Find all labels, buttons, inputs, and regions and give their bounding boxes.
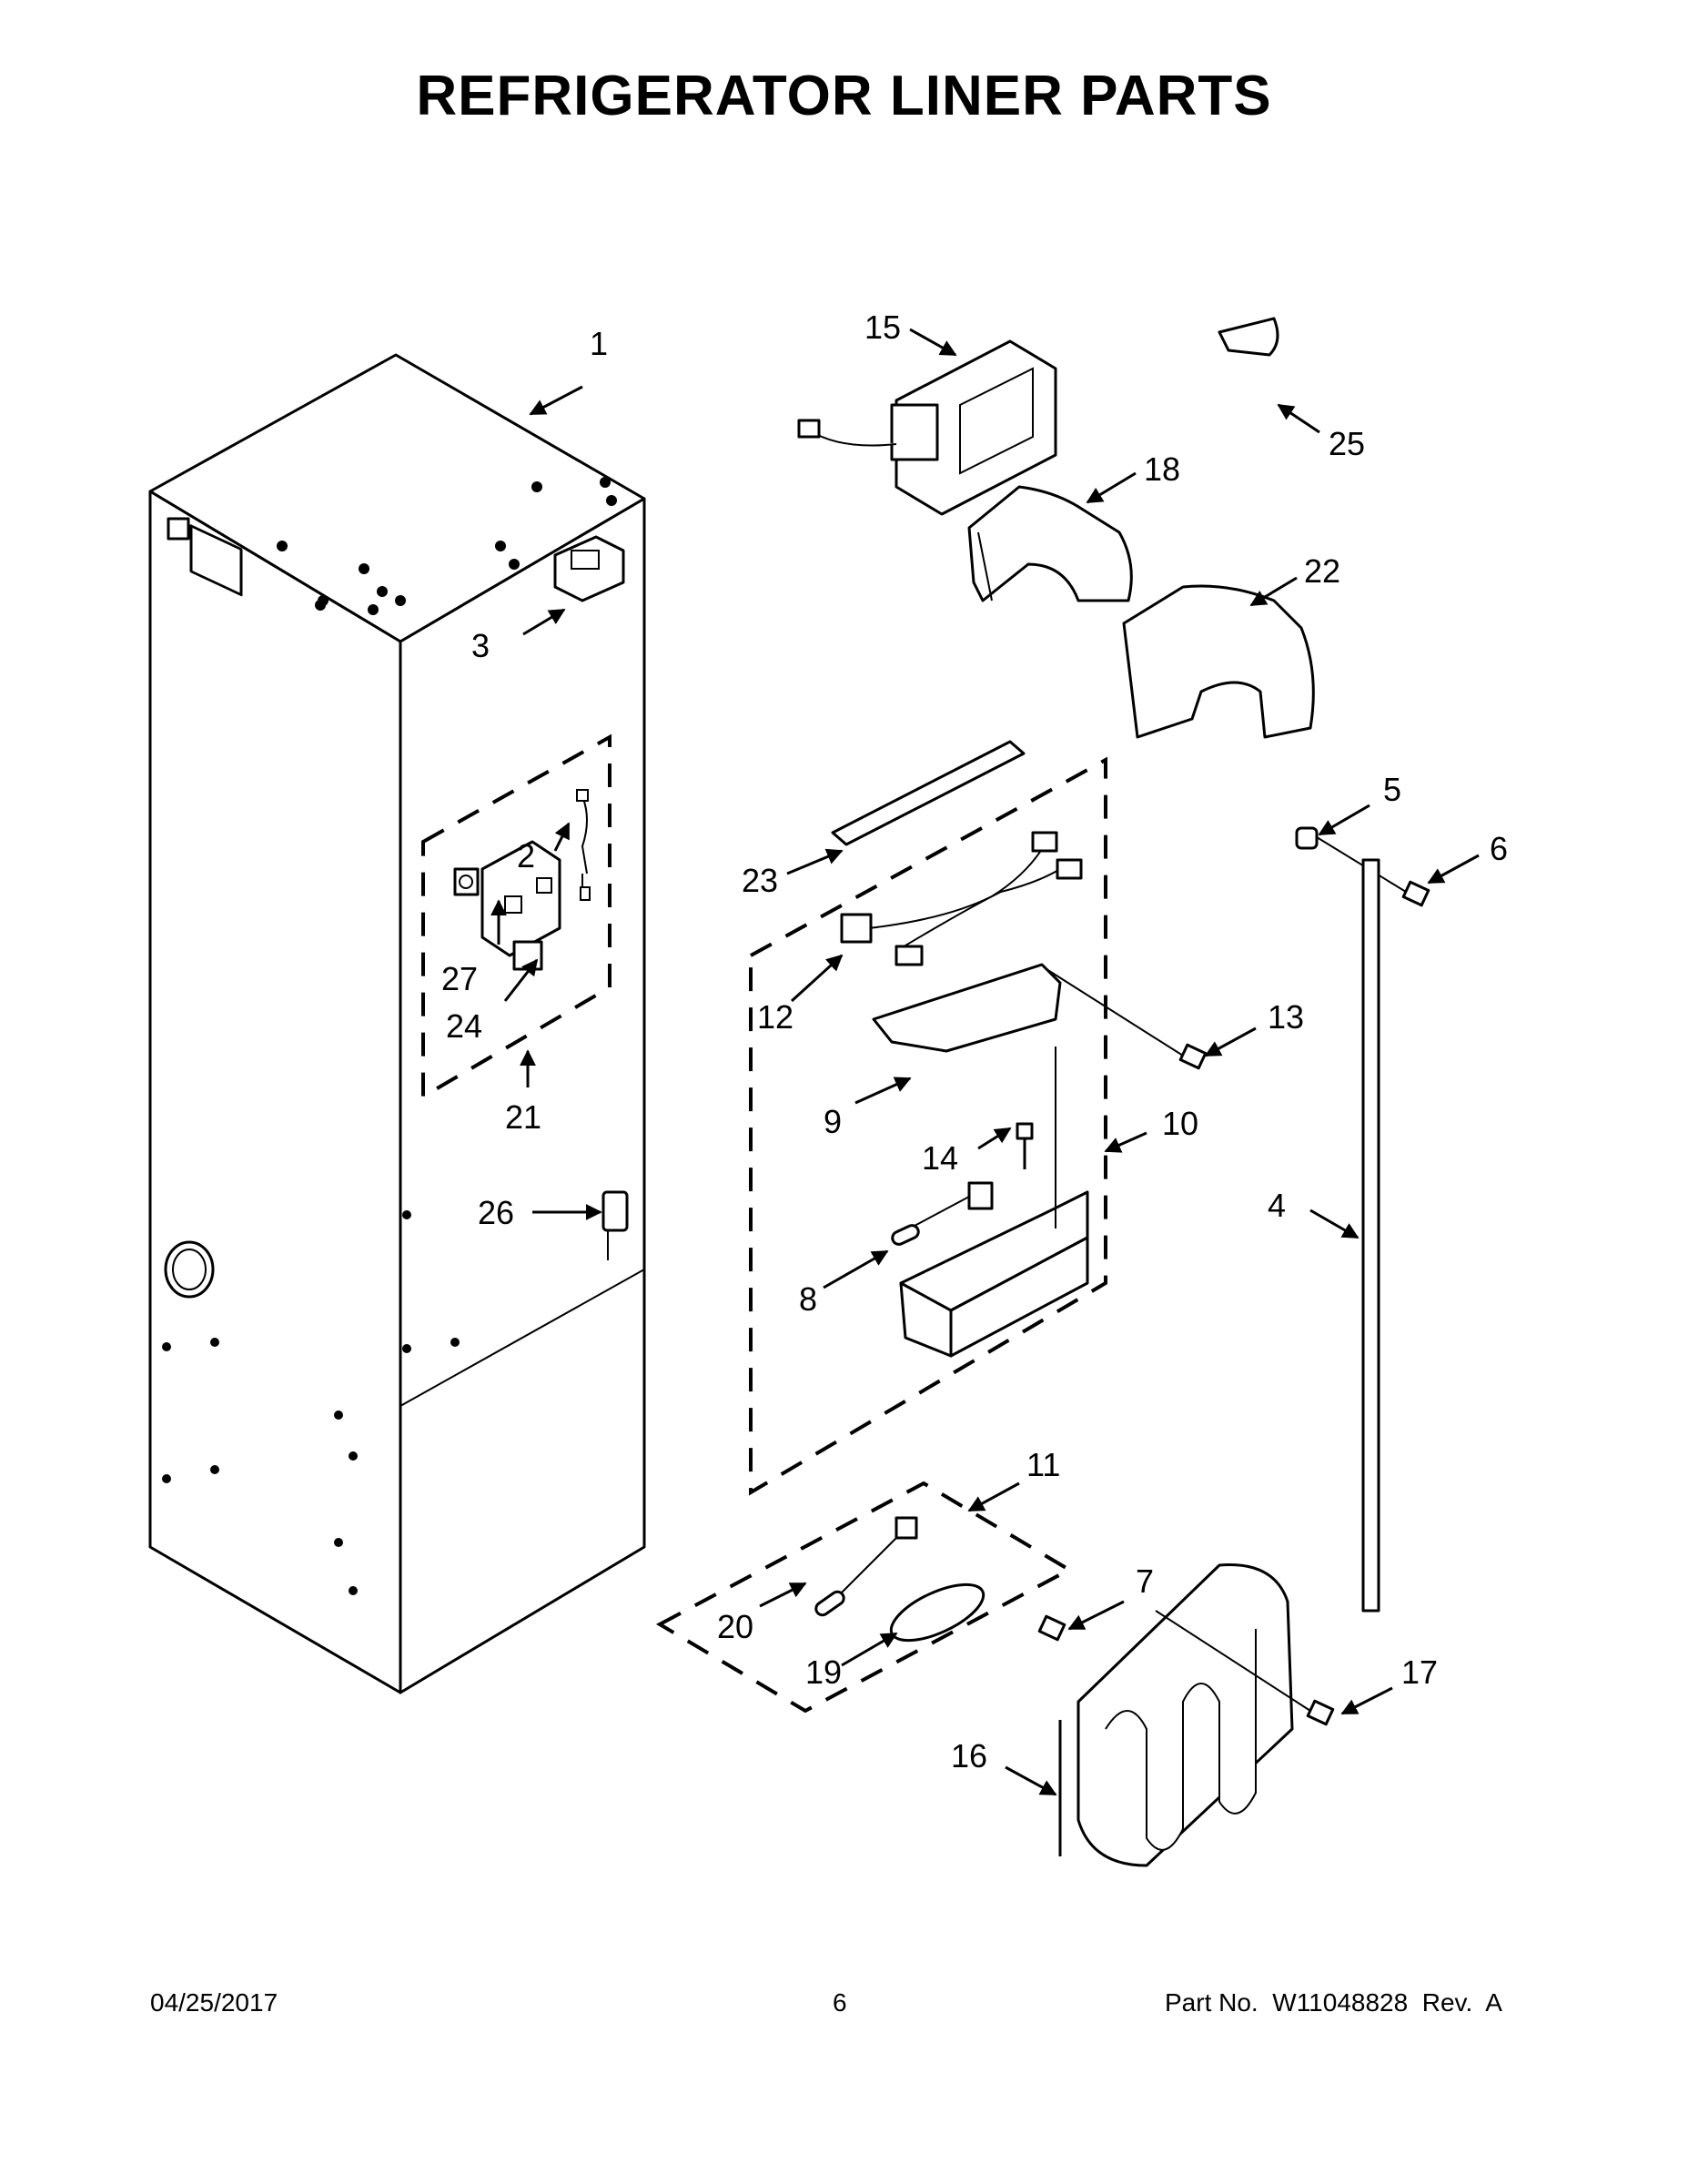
callout-2: 2	[517, 837, 535, 875]
group-21-boundary	[421, 733, 612, 1100]
air-duct-18	[967, 485, 1133, 602]
callout-labels: 1 2 3 4 5 6 7 8 9 10 11 12 13 14 15 16 1…	[441, 308, 1508, 1774]
callout-11: 11	[1026, 1446, 1060, 1483]
group-11-boundary	[655, 1481, 1074, 1714]
callout-26: 26	[478, 1194, 514, 1231]
callout-20: 20	[717, 1608, 753, 1645]
callout-1: 1	[590, 325, 608, 362]
footer-page-number: 6	[833, 1988, 847, 2017]
callout-6: 6	[1490, 830, 1508, 867]
footer-date: 04/25/2017	[150, 1988, 278, 2017]
callout-15: 15	[864, 308, 901, 346]
callout-25: 25	[1329, 425, 1365, 462]
strip-23	[831, 740, 1026, 846]
callout-18: 18	[1144, 450, 1180, 488]
page-title: REFRIGERATOR LINER PARTS	[416, 65, 1272, 127]
callout-13: 13	[1268, 998, 1304, 1036]
cover-9	[872, 963, 1062, 1053]
callout-7: 7	[1136, 1562, 1154, 1600]
group-10-boundary	[749, 756, 1107, 1496]
rail-4	[1295, 826, 1430, 1613]
callout-5: 5	[1383, 771, 1401, 808]
screw-14	[1016, 1122, 1034, 1169]
callout-21: 21	[505, 1098, 541, 1136]
callout-17: 17	[1401, 1653, 1438, 1691]
callout-4: 4	[1268, 1187, 1286, 1224]
screw-7	[1037, 1614, 1066, 1642]
callout-10: 10	[1162, 1105, 1198, 1142]
top-housing	[553, 535, 625, 602]
callout-3: 3	[471, 627, 490, 664]
sensor-20	[814, 1516, 918, 1617]
housing-sensor-8	[891, 1046, 1089, 1358]
callout-16: 16	[951, 1737, 987, 1774]
callout-9: 9	[824, 1103, 842, 1140]
screw-17	[1306, 1699, 1335, 1726]
clip-25	[1218, 317, 1279, 357]
control-bracket	[453, 789, 591, 971]
footer-part-number: Part No. W11048828 Rev. A	[1165, 1988, 1502, 2017]
callout-12: 12	[757, 998, 793, 1036]
evaporator-16	[1058, 1563, 1335, 1867]
callout-22: 22	[1304, 552, 1340, 590]
callout-8: 8	[799, 1280, 817, 1318]
switch-part	[601, 1190, 629, 1260]
callout-23: 23	[742, 862, 778, 899]
callout-19: 19	[805, 1653, 842, 1691]
housing-15	[797, 339, 1057, 516]
harness-12	[840, 831, 1083, 966]
callout-27: 27	[441, 960, 478, 997]
callout-arrows	[490, 328, 1480, 1796]
callout-24: 24	[446, 1007, 482, 1045]
duct-cover-22	[1122, 584, 1315, 739]
screw-13	[1046, 968, 1208, 1070]
callout-14: 14	[922, 1139, 958, 1177]
